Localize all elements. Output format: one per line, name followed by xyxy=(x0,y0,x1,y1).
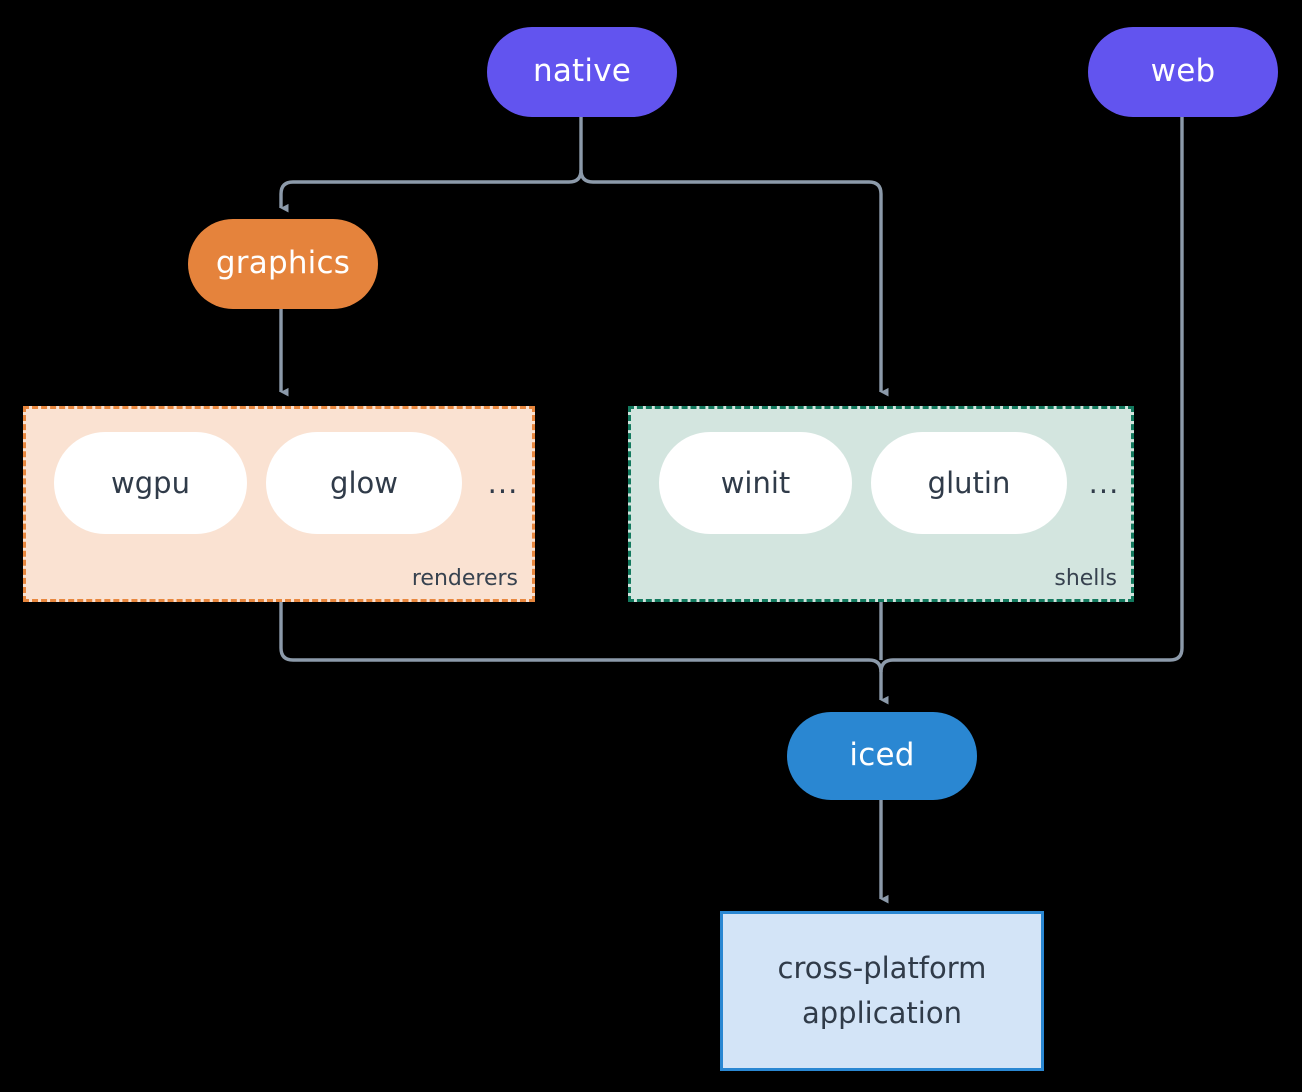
node-cross-platform-application[interactable]: cross-platform application xyxy=(720,911,1044,1071)
edge-renderers-to-iced xyxy=(279,602,869,662)
application-label-line2: application xyxy=(802,996,962,1030)
node-web[interactable]: web xyxy=(1088,27,1278,117)
shells-overflow-ellipsis: ... xyxy=(1088,466,1120,500)
node-native[interactable]: native xyxy=(487,27,677,117)
group-label-renderers: renderers xyxy=(411,566,518,591)
edge-native-to-shells xyxy=(579,169,889,397)
chip-glutin[interactable]: glutin xyxy=(871,432,1067,534)
chip-wgpu[interactable]: wgpu xyxy=(54,432,247,534)
group-renderers[interactable]: wgpu glow ... renderers xyxy=(23,406,535,602)
node-graphics[interactable]: graphics xyxy=(188,219,378,309)
application-label-line1: cross-platform xyxy=(777,951,987,986)
edge-merge-join-right xyxy=(879,658,894,673)
group-label-shells: shells xyxy=(1054,566,1117,591)
edge-merge-to-iced xyxy=(868,658,889,705)
chip-winit[interactable]: winit xyxy=(659,432,852,534)
edge-native-to-graphics xyxy=(279,169,583,213)
chip-glow[interactable]: glow xyxy=(266,432,462,534)
node-iced[interactable]: iced xyxy=(787,712,977,800)
group-shells[interactable]: winit glutin ... shells xyxy=(628,406,1134,602)
renderers-overflow-ellipsis: ... xyxy=(487,466,519,500)
